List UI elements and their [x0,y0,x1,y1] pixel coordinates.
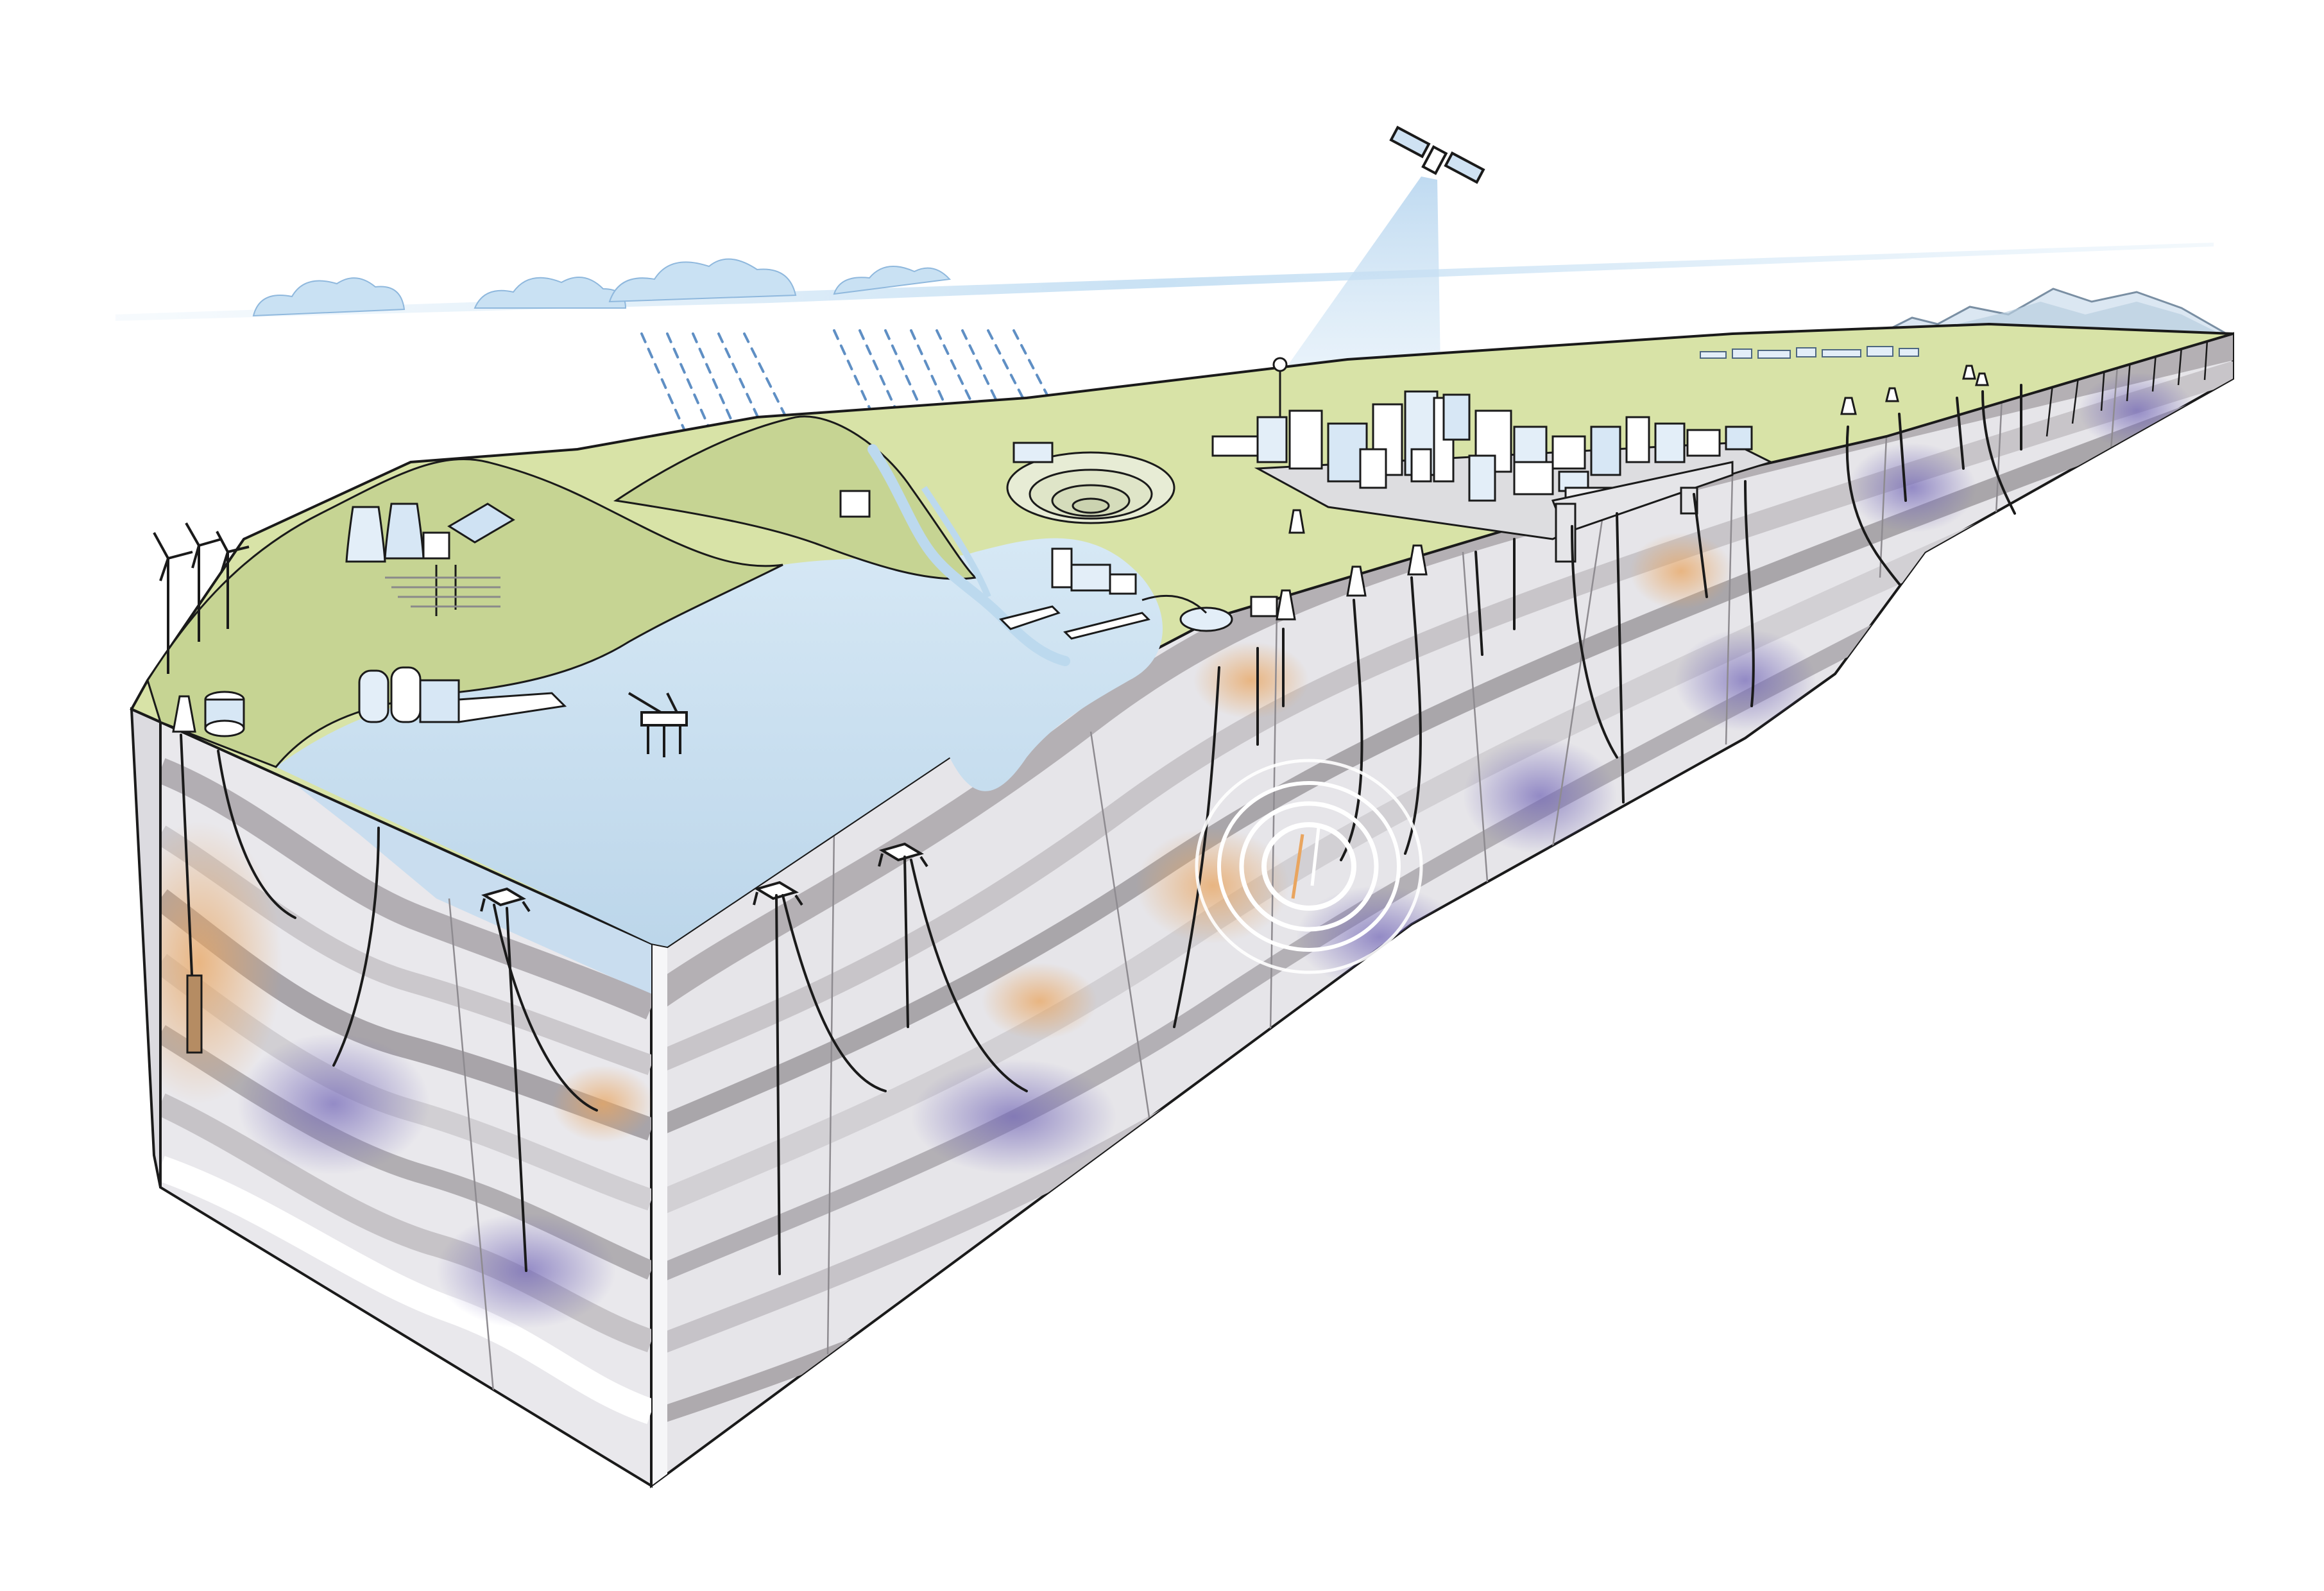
subsea-template-icon [480,842,928,913]
city-skyline-icon [1211,357,1753,515]
warm-anomaly [982,963,1097,1040]
wellhead-icon [172,365,1989,733]
hill [613,415,978,580]
warm-anomaly [1136,828,1290,943]
wind-turbine-icon [153,522,250,674]
cool-anomaly [237,1033,430,1174]
sky-band [115,243,2214,321]
sea-section [276,767,651,995]
cool-anomaly [1848,443,1976,533]
cool-anomaly [1675,629,1816,732]
warm-anomaly [1193,642,1309,719]
cooling-tower-icon [345,503,450,563]
fault-lines [826,365,2119,1355]
cool-anomaly [911,1059,1116,1174]
ship-icon [999,605,1150,640]
offshore-platform-icon [628,692,688,757]
far-town [1700,346,1919,359]
satellite-icon [1389,125,1485,184]
sea-surface [276,538,1163,947]
open-pit-mine-icon [1006,451,1175,524]
fault-line [448,898,495,1400]
seismic-wave-icon [1195,759,1423,974]
cloud-icon [252,258,952,317]
industrial-site [839,442,1278,632]
block-top-surface [130,322,2234,949]
warm-anomaly [1630,533,1732,610]
borehole-tool [186,974,203,1054]
storage-tank-icon [204,691,245,737]
warm-anomaly [552,1065,651,1142]
solar-panel-icon [385,503,515,616]
storage-tank-icon [358,666,567,723]
borehole-icon [180,384,2022,1275]
river [867,444,1070,666]
warm-anomaly [160,821,282,1104]
block-front-face [130,707,653,1488]
cool-anomaly [1463,738,1617,854]
